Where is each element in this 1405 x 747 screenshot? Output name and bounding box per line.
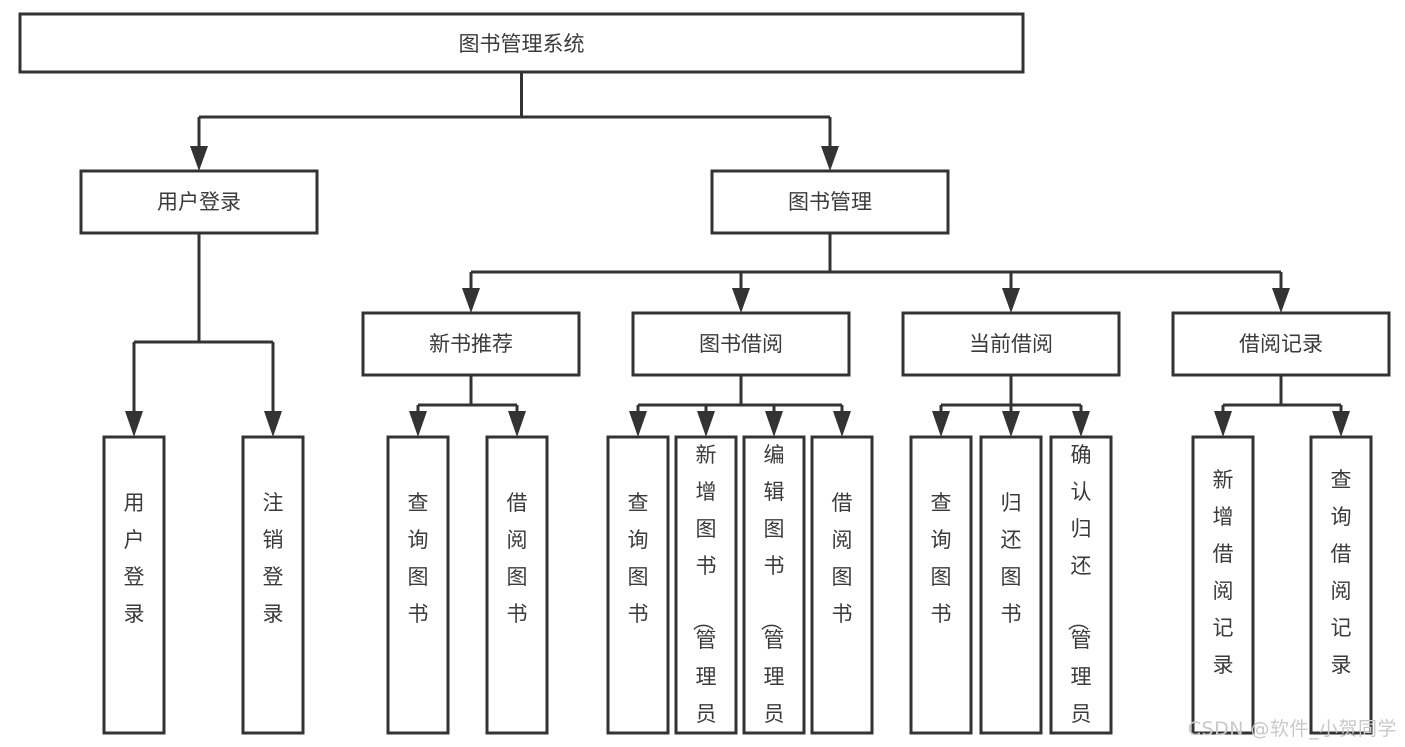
arrow-to-leaf-add-book <box>697 411 715 437</box>
node-root[interactable]: 图书管理系统 <box>18 12 1025 74</box>
node-leaf-return-book[interactable]: 归还图书 <box>979 435 1043 735</box>
arrow-to-new-book-recommend <box>462 288 480 313</box>
node-leaf-add-book-label: 新增图书（管理员） <box>691 443 717 747</box>
node-leaf-query-borrow-record[interactable]: 查询借阅记录 <box>1309 435 1373 735</box>
arrow-to-leaf-borrow-book <box>833 411 851 437</box>
node-leaf-query-book-recommend[interactable]: 查询图书 <box>386 435 450 735</box>
arrow-to-borrow-record <box>1272 288 1290 313</box>
node-leaf-edit-book[interactable]: 编辑图书（管理员） <box>742 435 806 747</box>
node-leaf-logout-login-label: 注销登录 <box>263 491 284 626</box>
node-current-borrow-box[interactable] <box>901 311 1121 377</box>
arrow-to-leaf-add-borrow-record <box>1214 411 1232 437</box>
node-leaf-return-book-box[interactable] <box>979 435 1043 735</box>
node-leaf-add-borrow-record-box[interactable] <box>1191 435 1255 735</box>
arrow-to-leaf-query-book-borrow <box>629 411 647 437</box>
node-borrow-record[interactable]: 借阅记录 <box>1171 311 1391 377</box>
node-book-management-label: 图书管理 <box>788 190 872 214</box>
arrow-to-leaf-logout-login <box>264 411 282 437</box>
node-root-box[interactable] <box>18 12 1025 74</box>
node-leaf-query-book-borrow-label: 查询图书 <box>628 491 649 626</box>
connector-layer <box>125 72 1350 437</box>
node-book-borrow-label: 图书借阅 <box>699 332 783 356</box>
node-leaf-confirm-return-box[interactable] <box>1049 435 1113 735</box>
arrow-to-leaf-user-login <box>125 411 143 437</box>
node-current-borrow[interactable]: 当前借阅 <box>901 311 1121 377</box>
node-leaf-borrow-book-recommend-label: 借阅图书 <box>507 491 528 626</box>
node-new-book-recommend-label: 新书推荐 <box>429 332 513 356</box>
arrow-to-leaf-query-book-current <box>932 411 950 437</box>
arrow-to-leaf-confirm-return <box>1072 411 1090 437</box>
node-new-book-recommend[interactable]: 新书推荐 <box>361 311 581 377</box>
node-user-login-label: 用户登录 <box>157 190 241 214</box>
node-leaf-query-book-recommend-box[interactable] <box>386 435 450 735</box>
node-leaf-user-login-label: 用户登录 <box>124 491 145 626</box>
node-book-management-box[interactable] <box>710 169 950 235</box>
node-leaf-borrow-book[interactable]: 借阅图书 <box>810 435 874 735</box>
node-leaf-query-borrow-record-label: 查询借阅记录 <box>1331 468 1352 677</box>
node-book-borrow[interactable]: 图书借阅 <box>631 311 851 377</box>
node-leaf-add-borrow-record[interactable]: 新增借阅记录 <box>1191 435 1255 735</box>
node-leaf-user-login-box[interactable] <box>102 435 166 735</box>
node-leaf-confirm-return[interactable]: 确认归还（管理员） <box>1049 435 1113 747</box>
node-leaf-edit-book-label: 编辑图书（管理员） <box>759 443 785 747</box>
node-user-login[interactable]: 用户登录 <box>79 169 319 235</box>
node-leaf-confirm-return-label: 确认归还（管理员） <box>1066 443 1092 747</box>
node-user-login-box[interactable] <box>79 169 319 235</box>
node-book-management[interactable]: 图书管理 <box>710 169 950 235</box>
node-leaf-return-book-label: 归还图书 <box>1001 491 1022 626</box>
node-leaf-logout-login-box[interactable] <box>241 435 305 735</box>
node-root-label: 图书管理系统 <box>459 32 585 56</box>
node-leaf-query-borrow-record-box[interactable] <box>1309 435 1373 735</box>
node-leaf-query-book-borrow-box[interactable] <box>606 435 670 735</box>
arrow-to-leaf-borrow-book-recommend <box>508 411 526 437</box>
node-new-book-recommend-box[interactable] <box>361 311 581 377</box>
arrow-to-book-management <box>821 146 839 171</box>
node-leaf-logout-login[interactable]: 注销登录 <box>241 435 305 735</box>
node-borrow-record-box[interactable] <box>1171 311 1391 377</box>
node-leaf-query-book-borrow[interactable]: 查询图书 <box>606 435 670 735</box>
node-book-borrow-box[interactable] <box>631 311 851 377</box>
arrow-to-leaf-query-borrow-record <box>1332 411 1350 437</box>
node-leaf-query-book-current[interactable]: 查询图书 <box>909 435 973 735</box>
node-leaf-add-book-box[interactable] <box>674 435 738 735</box>
arrow-to-leaf-edit-book <box>765 411 783 437</box>
node-leaf-query-book-current-box[interactable] <box>909 435 973 735</box>
node-leaf-query-book-current-label: 查询图书 <box>931 491 952 626</box>
node-leaf-add-book[interactable]: 新增图书（管理员） <box>674 435 738 747</box>
node-leaf-add-borrow-record-label: 新增借阅记录 <box>1213 468 1234 677</box>
node-leaf-borrow-book-recommend[interactable]: 借阅图书 <box>485 435 549 735</box>
node-leaf-borrow-book-recommend-box[interactable] <box>485 435 549 735</box>
node-leaf-user-login[interactable]: 用户登录 <box>102 435 166 735</box>
node-borrow-record-label: 借阅记录 <box>1239 332 1323 356</box>
arrow-to-current-borrow <box>1002 288 1020 313</box>
arrow-to-leaf-return-book <box>1002 411 1020 437</box>
node-layer: 图书管理系统 用户登录 图书管理 新书推荐 图书借阅 <box>18 12 1391 747</box>
arrow-to-user-login <box>190 146 208 171</box>
node-leaf-edit-book-box[interactable] <box>742 435 806 735</box>
node-leaf-query-book-recommend-label: 查询图书 <box>408 491 429 626</box>
node-leaf-borrow-book-box[interactable] <box>810 435 874 735</box>
arrow-to-book-borrow <box>732 288 750 313</box>
node-current-borrow-label: 当前借阅 <box>969 332 1053 356</box>
node-leaf-borrow-book-label: 借阅图书 <box>832 491 853 626</box>
arrow-to-leaf-query-book-recommend <box>409 411 427 437</box>
